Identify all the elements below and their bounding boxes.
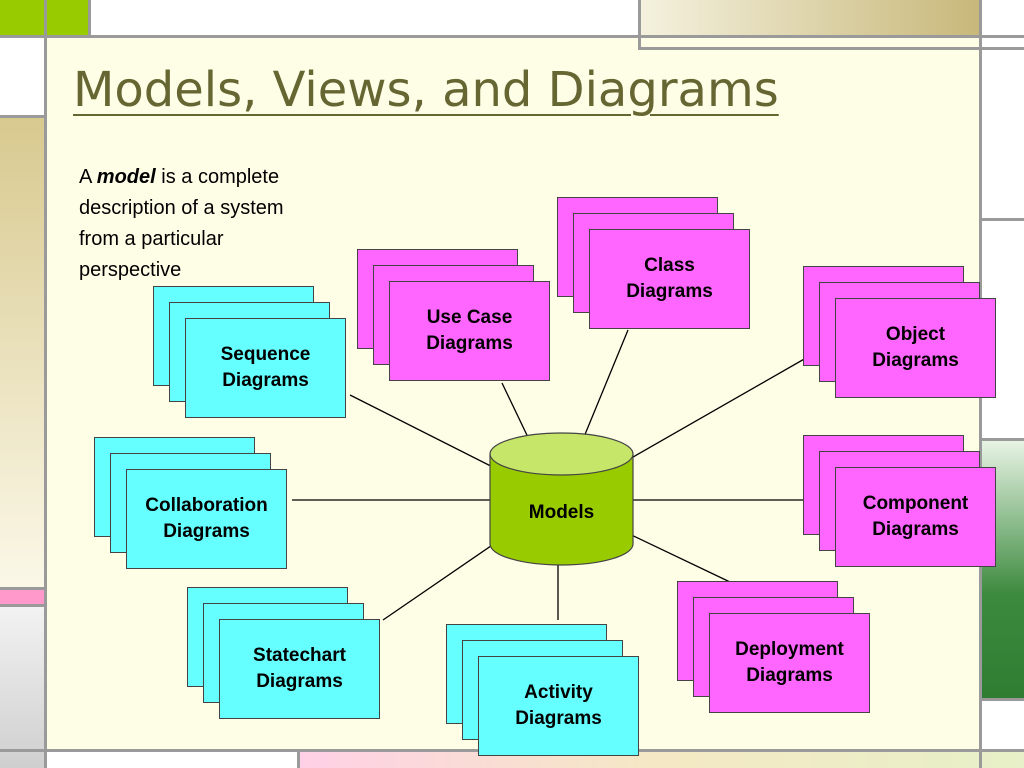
- frame-line-corner: [88, 0, 91, 38]
- statechart-diagrams-stack[interactable]: Statechart Diagrams: [187, 587, 384, 723]
- use-case-diagrams-stack[interactable]: Use Case Diagrams: [357, 249, 554, 385]
- activity-diagrams-stack[interactable]: Activity Diagrams: [446, 624, 643, 760]
- frame-line-bottom-v: [297, 749, 300, 768]
- slide-title: Models, Views, and Diagrams: [73, 62, 779, 118]
- deployment-diagrams-card: Deployment Diagrams: [709, 613, 870, 713]
- deployment-diagrams-stack[interactable]: Deployment Diagrams: [677, 581, 874, 717]
- statechart-diagrams-card: Statechart Diagrams: [219, 619, 380, 719]
- frame-line-top-right: [638, 47, 1024, 50]
- object-diagrams-stack[interactable]: Object Diagrams: [803, 266, 1000, 402]
- models-cylinder-icon[interactable]: [489, 432, 634, 567]
- class-diagrams-card: Class Diagrams: [589, 229, 750, 329]
- class-diagrams-stack[interactable]: Class Diagrams: [557, 197, 754, 333]
- sequence-diagrams-stack[interactable]: Sequence Diagrams: [153, 286, 350, 422]
- component-diagrams-card: Component Diagrams: [835, 467, 996, 567]
- models-label: Models: [528, 502, 595, 523]
- frame-line-left-pink: [0, 604, 47, 607]
- left-pink-strip: [0, 590, 44, 604]
- left-grey-block: [0, 607, 44, 768]
- frame-line-left: [44, 0, 47, 768]
- object-diagrams-card: Object Diagrams: [835, 298, 996, 398]
- activity-diagrams-card: Activity Diagrams: [478, 656, 639, 756]
- intro-emphasis: model: [96, 166, 156, 188]
- use-case-diagrams-card: Use Case Diagrams: [389, 281, 550, 381]
- frame-line-right-bottom: [979, 698, 1024, 701]
- corner-white-block: [91, 0, 636, 35]
- intro-text: A model is a complete description of a s…: [79, 162, 329, 286]
- frame-line-upper-left: [0, 115, 47, 118]
- top-gradient-block: [641, 0, 979, 35]
- intro-suffix: is a complete description of a system fr…: [79, 166, 284, 281]
- left-tan-block: [0, 118, 44, 588]
- collaboration-diagrams-stack[interactable]: Collaboration Diagrams: [94, 437, 291, 573]
- collaboration-diagrams-card: Collaboration Diagrams: [126, 469, 287, 569]
- frame-line-left-lower: [0, 587, 47, 590]
- bottom-pink-strip: [300, 752, 1024, 768]
- sequence-diagrams-card: Sequence Diagrams: [185, 318, 346, 418]
- frame-line-right-low: [979, 438, 1024, 441]
- intro-prefix: A: [79, 166, 97, 188]
- frame-line-top: [0, 35, 1024, 38]
- frame-line-top-right-v: [638, 0, 641, 50]
- frame-line-right-mid: [979, 218, 1024, 221]
- component-diagrams-stack[interactable]: Component Diagrams: [803, 435, 1000, 571]
